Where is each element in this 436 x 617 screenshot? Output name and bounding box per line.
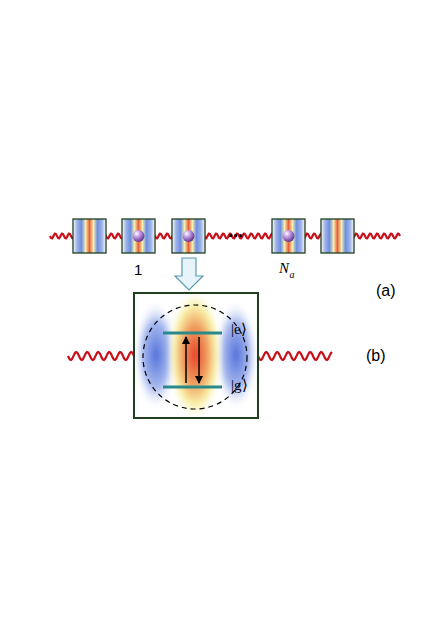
index-subscript: a — [290, 270, 295, 280]
cavity-box: |e⟩ |g⟩ — [133, 292, 259, 419]
cavity-box — [321, 219, 354, 253]
atom — [183, 230, 195, 242]
index-label: 1 — [134, 262, 142, 277]
ellipsis: ... — [228, 222, 243, 240]
index-label: N — [279, 261, 289, 276]
level-label: |e⟩ — [231, 322, 247, 337]
coupling-wave — [68, 352, 134, 360]
coupling-wave — [258, 352, 332, 360]
atom — [283, 230, 295, 242]
panel-label: (b) — [366, 348, 386, 364]
atom — [133, 230, 145, 242]
panel-label: (a) — [376, 283, 396, 299]
cavity-box — [73, 219, 106, 253]
cavity-box — [122, 219, 155, 253]
cavity-box — [272, 219, 305, 253]
level-label: |g⟩ — [231, 378, 248, 393]
cavity-box — [172, 219, 205, 253]
